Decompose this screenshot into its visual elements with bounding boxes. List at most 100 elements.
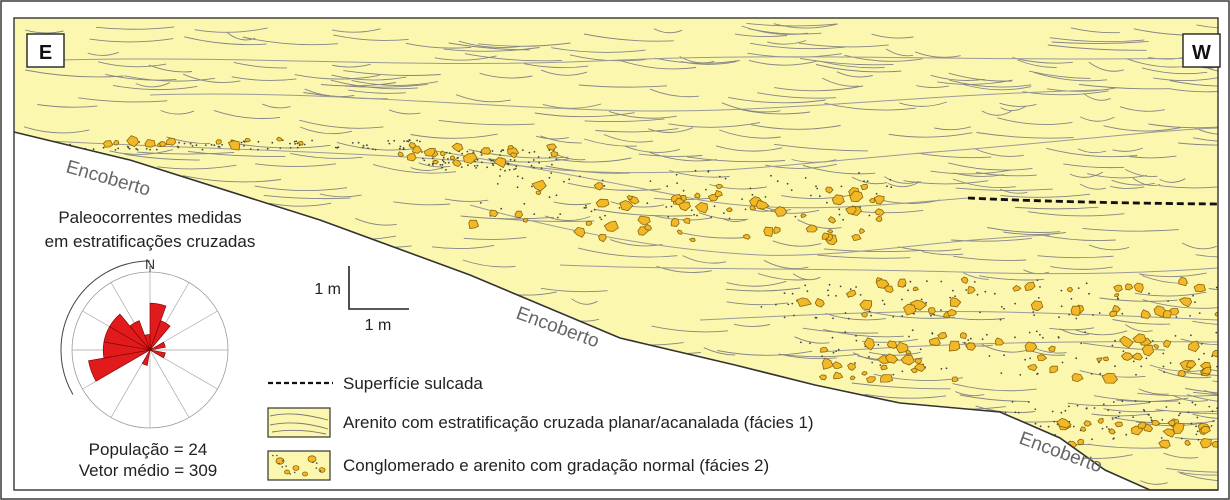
clast [880, 364, 888, 371]
stratum-line [802, 327, 879, 334]
clast [967, 285, 976, 295]
sand-grain [600, 218, 603, 221]
sand-grain [907, 289, 909, 292]
stratum-line [1140, 480, 1168, 485]
clast [897, 278, 907, 288]
clast [928, 337, 941, 346]
stratum-line [233, 61, 288, 69]
stratum-line [1049, 37, 1145, 43]
stratum-line [687, 156, 786, 163]
clast [773, 226, 781, 234]
sand-grain [303, 143, 306, 146]
stratum-line [96, 26, 175, 30]
clast [275, 457, 285, 465]
sand-grain [402, 148, 405, 151]
stratum-line [952, 178, 1016, 189]
sand-grain [296, 142, 299, 145]
sand-grain [442, 160, 445, 163]
sand-grain [289, 473, 292, 475]
east-label: E [39, 42, 52, 64]
sand-grain [940, 309, 942, 311]
sand-grain [496, 183, 499, 185]
sand-grain [1084, 331, 1086, 333]
sand-grain [242, 140, 245, 143]
sand-grain [442, 156, 445, 159]
clast [849, 190, 864, 203]
sand-grain [1121, 312, 1124, 315]
sand-grain [791, 292, 794, 295]
stratum-line [948, 162, 1033, 171]
clast [165, 137, 177, 146]
clast [851, 234, 862, 242]
clast [462, 152, 478, 165]
sand-grain [1000, 372, 1003, 374]
clast [763, 226, 774, 237]
stratum-line [410, 133, 498, 139]
stratum-line [1196, 24, 1218, 30]
sand-grain [136, 148, 139, 151]
sand-grain [1099, 372, 1102, 375]
clast [800, 213, 807, 218]
clast [773, 206, 788, 217]
rose-petal [144, 334, 151, 351]
sand-grain [670, 205, 673, 208]
sand-grain [1061, 361, 1064, 364]
stratum-line [109, 149, 174, 155]
legend: Superfície sulcada Arenito com estratifi… [267, 374, 814, 481]
bounding-surface [699, 311, 1218, 321]
legend-item-scoured-surface: Superfície sulcada [268, 374, 483, 393]
sand-grain [838, 213, 841, 216]
sand-grain [1060, 289, 1063, 292]
sand-grain [1003, 307, 1005, 310]
sand-grain [1195, 433, 1198, 436]
legend-label: Arenito com estratificação cruzada plana… [343, 413, 814, 432]
clast [284, 469, 290, 475]
stratum-line [1172, 394, 1208, 402]
sand-grain [693, 213, 695, 216]
stratum-line [668, 122, 761, 128]
stratum-line [1179, 410, 1218, 415]
sand-grain [1011, 401, 1014, 403]
stratum-line [1138, 388, 1169, 395]
stratum-line [540, 135, 582, 144]
sand-grain [993, 292, 996, 295]
stratum-line [822, 77, 859, 87]
clast [1108, 428, 1116, 435]
scoured-surface-line [967, 196, 1219, 206]
sand-grain [315, 462, 318, 464]
sand-grain [871, 361, 874, 364]
sand-grain [1090, 373, 1093, 375]
stratum-line [750, 42, 845, 50]
stratum-line [1174, 437, 1218, 440]
clast [411, 145, 423, 154]
clast [451, 159, 462, 168]
sand-grain [599, 216, 601, 219]
clast [1083, 420, 1092, 427]
stratum-line [1075, 329, 1128, 336]
sand-grain [809, 342, 811, 345]
rose-spoke [149, 349, 190, 418]
sand-grain [976, 293, 979, 296]
clast [875, 215, 883, 222]
stratum-line [638, 153, 703, 157]
sand-grain [491, 162, 494, 165]
stratum-line [544, 215, 591, 221]
stratum-line [1087, 173, 1147, 179]
clast [1113, 284, 1123, 292]
sand-grain [1093, 407, 1096, 409]
clast [1199, 438, 1212, 449]
sand-grain [456, 157, 459, 160]
clast [849, 375, 856, 381]
sand-grain [531, 185, 533, 188]
stratum-line [434, 55, 497, 61]
sand-grain [1121, 400, 1124, 403]
clast [292, 465, 300, 471]
clast [885, 353, 899, 364]
clast [678, 201, 691, 212]
sand-grain [1000, 306, 1003, 308]
sand-grain [319, 470, 322, 472]
sand-grain [925, 301, 927, 304]
sand-grain [988, 355, 991, 357]
sand-grain [1118, 411, 1121, 414]
sand-grain [909, 280, 912, 283]
